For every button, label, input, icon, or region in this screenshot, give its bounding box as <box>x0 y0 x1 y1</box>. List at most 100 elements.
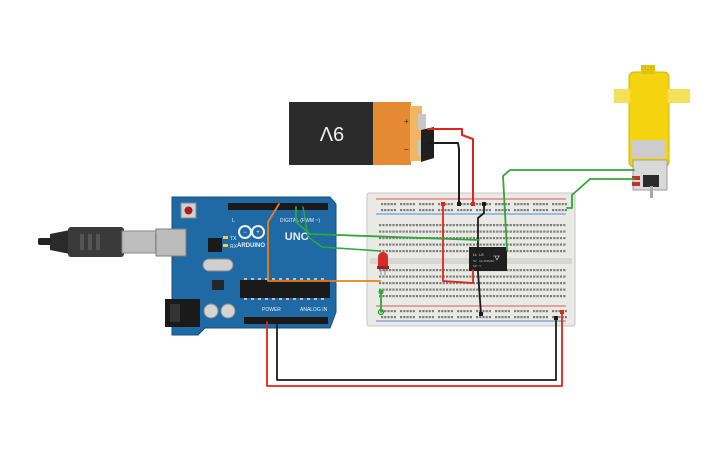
breadboard-hole[interactable] <box>422 209 425 212</box>
breadboard-hole[interactable] <box>514 316 517 319</box>
breadboard-hole[interactable] <box>402 295 405 298</box>
breadboard-hole[interactable] <box>412 310 415 313</box>
breadboard-hole[interactable] <box>444 316 447 319</box>
breadboard-hole[interactable] <box>466 275 469 278</box>
breadboard-hole[interactable] <box>499 243 502 246</box>
breadboard-hole[interactable] <box>563 295 566 298</box>
breadboard-hole[interactable] <box>496 295 499 298</box>
breadboard-hole[interactable] <box>392 275 395 278</box>
breadboard-hole[interactable] <box>422 275 425 278</box>
breadboard-hole[interactable] <box>389 224 392 227</box>
breadboard-hole[interactable] <box>450 209 453 212</box>
breadboard-hole[interactable] <box>533 237 536 240</box>
breadboard-hole[interactable] <box>425 243 429 246</box>
breadboard-hole[interactable] <box>506 275 509 278</box>
breadboard-hole[interactable] <box>513 230 516 233</box>
breadboard-hole[interactable] <box>536 288 539 291</box>
breadboard-hole[interactable] <box>519 295 522 298</box>
breadboard-hole[interactable] <box>469 288 472 291</box>
breadboard-hole[interactable] <box>449 224 452 227</box>
breadboard-hole[interactable] <box>556 269 559 272</box>
wire-relay-black[interactable] <box>477 203 485 315</box>
breadboard-hole[interactable] <box>444 203 447 206</box>
breadboard-hole[interactable] <box>402 269 405 272</box>
breadboard-hole[interactable] <box>563 288 566 291</box>
breadboard-hole[interactable] <box>563 224 566 227</box>
breadboard-hole[interactable] <box>415 295 419 298</box>
breadboard-hole[interactable] <box>517 209 520 212</box>
breadboard-hole[interactable] <box>476 203 479 206</box>
breadboard-hole[interactable] <box>431 203 434 206</box>
breadboard-hole[interactable] <box>456 275 459 278</box>
breadboard-hole[interactable] <box>462 295 465 298</box>
breadboard-hole[interactable] <box>385 237 388 240</box>
breadboard-hole[interactable] <box>519 282 522 285</box>
red-led[interactable] <box>377 252 389 275</box>
breadboard-hole[interactable] <box>526 269 529 272</box>
breadboard-hole[interactable] <box>422 203 425 206</box>
breadboard-hole[interactable] <box>501 209 504 212</box>
breadboard-hole[interactable] <box>492 275 496 278</box>
breadboard-hole[interactable] <box>549 282 553 285</box>
breadboard-hole[interactable] <box>432 288 435 291</box>
breadboard-hole[interactable] <box>425 269 429 272</box>
wire-arduino-gnd-black[interactable] <box>276 317 557 381</box>
breadboard-hole[interactable] <box>439 275 442 278</box>
breadboard-hole[interactable] <box>504 203 507 206</box>
breadboard-hole[interactable] <box>529 230 532 233</box>
breadboard-hole[interactable] <box>556 250 559 253</box>
breadboard-hole[interactable] <box>526 237 529 240</box>
breadboard-hole[interactable] <box>435 243 439 246</box>
breadboard-hole[interactable] <box>549 224 553 227</box>
breadboard-hole[interactable] <box>422 288 425 291</box>
breadboard-hole[interactable] <box>536 269 539 272</box>
breadboard-hole[interactable] <box>446 269 449 272</box>
breadboard-hole[interactable] <box>486 275 489 278</box>
breadboard-hole[interactable] <box>479 230 482 233</box>
breadboard-hole[interactable] <box>405 282 408 285</box>
breadboard-hole[interactable] <box>553 295 556 298</box>
breadboard-hole[interactable] <box>432 295 435 298</box>
breadboard-hole[interactable] <box>509 224 512 227</box>
breadboard-hole[interactable] <box>428 209 431 212</box>
breadboard-hole[interactable] <box>496 282 499 285</box>
breadboard-hole[interactable] <box>444 209 447 212</box>
breadboard-hole[interactable] <box>526 230 529 233</box>
wire-arduino-5v-red[interactable] <box>266 311 563 387</box>
breadboard-hole[interactable] <box>422 282 425 285</box>
breadboard-hole[interactable] <box>382 282 385 285</box>
dc-gear-motor[interactable] <box>614 65 690 198</box>
breadboard-hole[interactable] <box>509 282 512 285</box>
breadboard-hole[interactable] <box>422 310 425 313</box>
breadboard-hole[interactable] <box>425 310 428 313</box>
breadboard-hole[interactable] <box>395 237 398 240</box>
breadboard-hole[interactable] <box>516 230 519 233</box>
breadboard-hole[interactable] <box>382 243 385 246</box>
breadboard-hole[interactable] <box>519 288 522 291</box>
breadboard-hole[interactable] <box>429 282 432 285</box>
breadboard-hole[interactable] <box>399 275 402 278</box>
breadboard-hole[interactable] <box>381 209 384 212</box>
breadboard-hole[interactable] <box>513 282 516 285</box>
breadboard-hole[interactable] <box>399 288 402 291</box>
breadboard-hole[interactable] <box>556 288 559 291</box>
breadboard-hole[interactable] <box>435 295 439 298</box>
breadboard-hole[interactable] <box>486 237 489 240</box>
breadboard-hole[interactable] <box>403 310 406 313</box>
breadboard-hole[interactable] <box>542 203 545 206</box>
breadboard-hole[interactable] <box>422 230 425 233</box>
breadboard-hole[interactable] <box>543 269 546 272</box>
breadboard-hole[interactable] <box>459 269 462 272</box>
breadboard-hole[interactable] <box>431 209 434 212</box>
breadboard-hole[interactable] <box>489 237 492 240</box>
breadboard-hole[interactable] <box>419 295 422 298</box>
breadboard-hole[interactable] <box>476 316 479 319</box>
breadboard-hole[interactable] <box>507 203 510 206</box>
breadboard-hole[interactable] <box>469 237 472 240</box>
breadboard-hole[interactable] <box>452 224 455 227</box>
breadboard-hole[interactable] <box>382 295 385 298</box>
breadboard-hole[interactable] <box>409 203 412 206</box>
breadboard-hole[interactable] <box>400 203 403 206</box>
breadboard-hole[interactable] <box>447 209 450 212</box>
breadboard-hole[interactable] <box>462 250 465 253</box>
